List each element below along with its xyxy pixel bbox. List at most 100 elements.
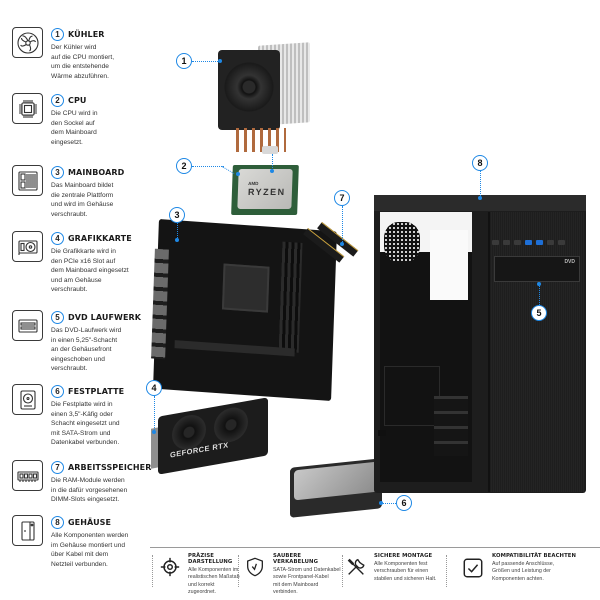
number-badge: 8: [51, 515, 64, 529]
legend-description: Alle Komponenten werden im Gehäuse monti…: [51, 532, 129, 568]
leader-line: [154, 396, 155, 430]
feature-title: SICHERE MONTAGE: [374, 553, 433, 559]
leader-dot: [236, 172, 240, 176]
feature-title: SAUBERE VERKABELUNG: [273, 553, 319, 565]
callout-8: 8: [472, 155, 488, 171]
cpu-brand-text: AMD: [248, 181, 259, 186]
legend-description: Die Grafikkarte wird in den PCIe x16 Slo…: [51, 248, 129, 294]
motherboard-icon: [12, 165, 43, 196]
legend-title: KÜHLER: [68, 29, 105, 39]
leader-line: [192, 166, 224, 167]
cpu-model-text: RYZEN: [247, 187, 286, 197]
number-badge: 4: [51, 231, 64, 245]
feature-description: Auf passende Anschlüsse, Größen und Leis…: [492, 561, 555, 582]
usb-port: [492, 240, 499, 245]
cpu-cooler-fan: [218, 50, 280, 130]
callout-1: 1: [176, 53, 192, 69]
leader-line: [342, 206, 343, 244]
legend-title: CPU: [68, 95, 87, 105]
legend-description: Die RAM-Module werden in die dafür vorge…: [51, 477, 128, 504]
leader-line: [539, 284, 540, 305]
feature-kompatibilitaet-beachten: KOMPATIBILITÄT BEACHTEN Auf passende Ans…: [460, 553, 596, 593]
case-top-panel: [374, 195, 586, 211]
case-foot: [378, 430, 386, 436]
number-badge: 3: [51, 165, 64, 179]
audio-jack: [547, 240, 554, 245]
leader-line: [192, 61, 220, 62]
callout-7: 7: [334, 190, 350, 206]
front-io-ports: [492, 232, 580, 248]
legend-title: MAINBOARD: [68, 167, 125, 177]
leader-dot: [270, 169, 274, 173]
feature-separator: [152, 555, 153, 587]
cpu-processor: AMD RYZEN: [231, 165, 299, 215]
legend-title: GRAFIKKARTE: [68, 233, 132, 243]
fan-blades: [224, 62, 274, 112]
feature-description: SATA-Strom und Datenkabel sowie Frontpan…: [273, 567, 341, 596]
leader-dot: [218, 59, 222, 63]
feature-description: Alle Komponenten im realistischen Maßsta…: [188, 567, 240, 596]
number-badge: 2: [51, 93, 64, 107]
cooler-heatpipes: [236, 128, 286, 152]
leader-dot: [537, 282, 541, 286]
legend-description: Der Kühler wird auf die CPU montiert, um…: [51, 44, 115, 80]
leader-line: [177, 223, 178, 240]
leader-dot: [379, 501, 383, 505]
callout-4: 4: [146, 380, 162, 396]
number-badge: 7: [51, 460, 64, 474]
gpu-fan: [214, 404, 248, 445]
legend-description: Das Mainboard bildet die zentrale Plattf…: [51, 182, 114, 218]
feature-saubere-verkabelung: SAUBERE VERKABELUNG SATA-Strom und Daten…: [243, 553, 343, 595]
callout-5: 5: [531, 305, 547, 321]
cpu-heatspreader: AMD RYZEN: [237, 169, 293, 209]
cpu-socket: [221, 263, 270, 313]
callout-3: 3: [169, 207, 185, 223]
optical-drive-icon: [12, 310, 43, 341]
dvd-drive-bay: DVD: [494, 256, 580, 282]
legend-description: Das DVD-Laufwerk wird in einen 5,25"-Sch…: [51, 327, 122, 373]
leader-dot: [152, 430, 156, 434]
cpu-chip-icon: [12, 93, 43, 124]
legend-title: DVD LAUFWERK: [68, 312, 142, 322]
feature-description: Alle Komponenten fest verschrauben für e…: [374, 561, 437, 582]
mainboard: [151, 218, 337, 402]
feature-title: KOMPATIBILITÄT BEACHTEN: [492, 553, 577, 559]
cooler-base-plate: [262, 146, 278, 154]
hdd-cover: [294, 461, 378, 501]
case-front-panel: [488, 212, 584, 492]
number-badge: 5: [51, 310, 64, 324]
ram-module-icon: [12, 460, 43, 491]
legend-title: ARBEITSSPEICHER: [68, 462, 152, 472]
leader-line: [272, 154, 273, 172]
feature-separator: [238, 555, 239, 587]
case-fan-mesh: [384, 222, 420, 262]
cpu-fan-icon: [12, 27, 43, 58]
leader-line: [480, 171, 481, 198]
dvd-logo: DVD: [564, 259, 575, 265]
power-button: [558, 240, 565, 245]
power-supply: [384, 366, 440, 426]
feature-separator: [446, 555, 447, 587]
usb3-port: [525, 240, 532, 245]
feature-bar-divider: [150, 547, 600, 548]
number-badge: 6: [51, 384, 64, 398]
hard-drive: [290, 458, 382, 518]
pcie-slot: [174, 340, 295, 357]
pc-case-icon: [12, 515, 43, 546]
leader-dot: [175, 238, 179, 242]
legend-title: FESTPLATTE: [68, 386, 125, 396]
legend-title: GEHÄUSE: [68, 517, 112, 527]
audio-jack: [514, 240, 521, 245]
leader-line: [381, 503, 396, 504]
hard-drive-icon: [12, 384, 43, 415]
shield-check-icon: [243, 555, 267, 579]
feature-separator: [342, 555, 343, 587]
callout-2: 2: [176, 158, 192, 174]
wrench-screwdriver-icon: [344, 555, 368, 579]
dimm-slots: [278, 241, 303, 353]
usb3-port: [536, 240, 543, 245]
component-legend: 1 KÜHLER Der Kühler wird auf die CPU mon…: [0, 0, 160, 600]
graphics-card-icon: [12, 231, 43, 262]
checkbox-checked-icon: [460, 555, 486, 581]
leader-dot: [478, 196, 482, 200]
